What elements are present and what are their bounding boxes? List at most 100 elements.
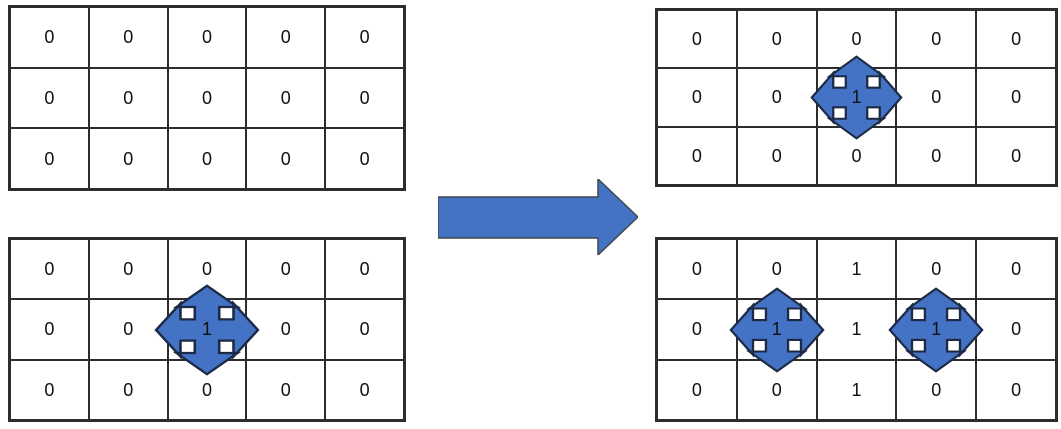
grid-cell: 0 [10, 67, 89, 129]
cell-value: 0 [123, 27, 134, 48]
grid-cell: 1 [816, 68, 897, 127]
cell-value: 1 [771, 319, 782, 340]
cell-value: 0 [691, 87, 702, 108]
cell-value: 0 [931, 29, 942, 50]
grid-cell: 0 [816, 10, 897, 69]
grid-cell: 0 [10, 128, 89, 189]
grid-cell: 0 [736, 359, 817, 420]
cell-value: 0 [359, 379, 370, 400]
grid-cell: 0 [896, 68, 977, 127]
grid-cell: 0 [88, 359, 168, 420]
cell-value: 1 [931, 319, 942, 340]
cell-value: 0 [931, 145, 942, 166]
cell-value: 0 [123, 87, 134, 108]
grid-cell: 0 [657, 359, 737, 420]
grid-cell: 0 [10, 299, 89, 360]
grid-cell: 1 [736, 299, 817, 360]
cell-value: 0 [280, 259, 291, 280]
cell-value: 0 [771, 259, 782, 280]
cell-value: 0 [359, 148, 370, 169]
cell-value: 0 [691, 259, 702, 280]
grid-cell: 0 [167, 7, 247, 68]
cell-value: 0 [1011, 379, 1022, 400]
grid-cell: 0 [657, 299, 737, 360]
grid-cell: 0 [657, 126, 737, 185]
grid-cell: 0 [167, 359, 247, 420]
cell-value: 1 [851, 259, 862, 280]
cell-value: 0 [359, 27, 370, 48]
grid-cell: 0 [736, 126, 817, 185]
grid-cell: 0 [88, 239, 168, 300]
grid-cell: 1 [896, 299, 977, 360]
grid-cell: 0 [88, 7, 168, 68]
cell-value: 0 [1011, 259, 1022, 280]
grid-cell: 0 [657, 10, 737, 69]
cell-value: 0 [280, 148, 291, 169]
grid-cell: 0 [325, 239, 404, 300]
cell-value: 0 [771, 29, 782, 50]
cell-value: 1 [851, 319, 862, 340]
grid-cell: 0 [736, 10, 817, 69]
grid-cell: 0 [976, 239, 1056, 300]
grid-cell: 0 [896, 126, 977, 185]
grid-cell: 0 [10, 7, 89, 68]
grid-cell: 0 [88, 299, 168, 360]
grid-cell: 0 [246, 67, 326, 129]
grid-cell: 0 [896, 359, 977, 420]
grid-cell: 0 [167, 128, 247, 189]
cell-value: 0 [931, 259, 942, 280]
cell-value: 0 [771, 379, 782, 400]
cell-value: 0 [1011, 319, 1022, 340]
right-arrow-icon [438, 179, 638, 255]
cell-value: 0 [44, 319, 55, 340]
cell-value: 0 [280, 379, 291, 400]
cell-value: 0 [691, 319, 702, 340]
cell-value: 1 [201, 319, 212, 340]
grid-cell: 0 [88, 128, 168, 189]
grid-cell: 0 [325, 299, 404, 360]
cell-value: 0 [771, 87, 782, 108]
cell-value: 0 [851, 29, 862, 50]
cell-value: 0 [359, 259, 370, 280]
cell-value: 0 [44, 259, 55, 280]
cell-value: 0 [123, 259, 134, 280]
cell-value: 0 [44, 27, 55, 48]
grid-cell: 0 [246, 239, 326, 300]
cell-value: 0 [123, 379, 134, 400]
cell-value: 0 [771, 145, 782, 166]
cell-value: 0 [691, 379, 702, 400]
grid-cell: 0 [896, 239, 977, 300]
grid-bottom-right: 0 0 1 0 0 0 1 1 1 0 0 0 1 0 0 [655, 237, 1058, 422]
cell-value: 0 [931, 379, 942, 400]
grid-cell: 1 [816, 359, 897, 420]
cell-value: 0 [1011, 145, 1022, 166]
cell-value: 0 [1011, 29, 1022, 50]
cell-value: 0 [123, 148, 134, 169]
cell-value: 0 [359, 87, 370, 108]
grid-cell: 0 [816, 126, 897, 185]
grid-cell: 1 [167, 299, 247, 360]
cell-value: 0 [280, 27, 291, 48]
grid-cell: 0 [976, 299, 1056, 360]
cell-value: 0 [691, 29, 702, 50]
cell-value: 0 [44, 379, 55, 400]
grid-cell: 0 [325, 67, 404, 129]
cell-value: 0 [201, 148, 212, 169]
grid-cell: 0 [976, 10, 1056, 69]
cell-value: 0 [201, 379, 212, 400]
cell-value: 0 [44, 87, 55, 108]
grid-cell: 0 [246, 128, 326, 189]
grid-cell: 0 [10, 359, 89, 420]
grid-cell: 0 [325, 128, 404, 189]
grid-cell: 0 [736, 239, 817, 300]
grid-cell: 0 [88, 67, 168, 129]
grid-cell: 0 [976, 68, 1056, 127]
cell-value: 1 [851, 379, 862, 400]
grid-cell: 1 [816, 239, 897, 300]
grid-cell: 0 [736, 68, 817, 127]
cell-value: 0 [201, 87, 212, 108]
